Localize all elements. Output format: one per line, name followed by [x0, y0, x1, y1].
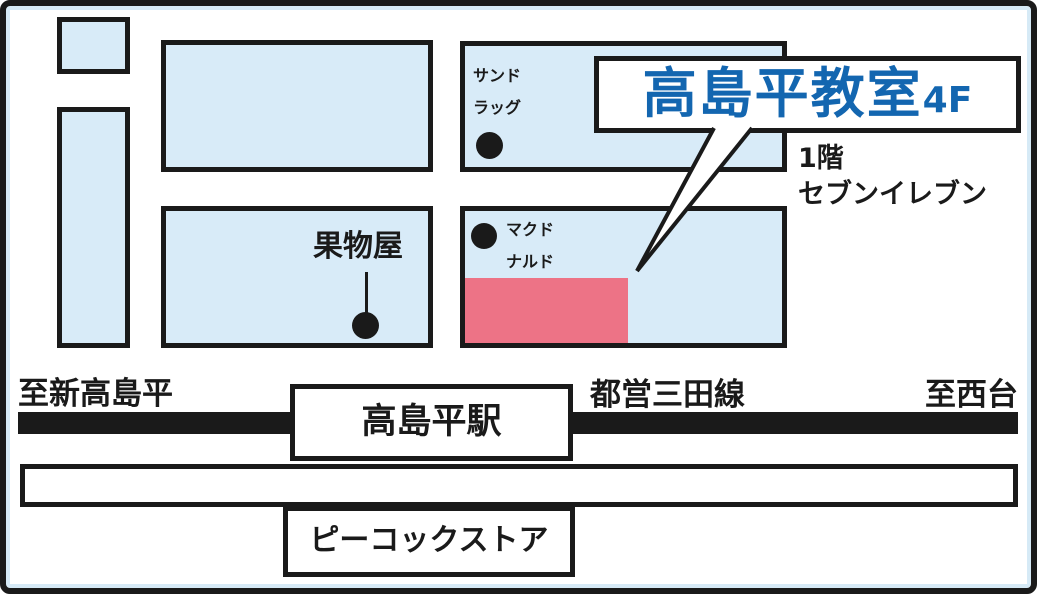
first-floor-note-line1: 1階 — [798, 143, 844, 174]
mcdonalds-location-dot — [471, 223, 497, 249]
first-floor-note: 1階 セブンイレブン — [798, 141, 987, 213]
city-block-mcdonalds: マクド ナルド — [460, 206, 787, 348]
sundrug-label: サンド ラッグ — [473, 60, 521, 124]
classroom-building-highlight — [465, 278, 628, 343]
railway-line-name: 都営三田線 — [590, 377, 745, 413]
city-block-tall-left — [57, 107, 130, 348]
sundrug-label-line1: サンド — [473, 66, 522, 85]
city-block-middle-top — [161, 40, 433, 172]
mcdonalds-label-line2: ナルド — [506, 252, 555, 271]
peacock-store-box: ピーコックストア — [283, 506, 575, 577]
sundrug-label-line2: ラッグ — [473, 98, 522, 117]
direction-label-left: 至新高島平 — [18, 376, 173, 412]
mcdonalds-label: マクド ナルド — [506, 214, 554, 278]
mcdonalds-label-line1: マクド — [506, 220, 555, 239]
station-platform-rect — [20, 464, 1018, 507]
first-floor-note-line2: セブンイレブン — [798, 179, 987, 210]
city-block-small-top-left — [57, 17, 130, 74]
fruit-shop-pointer-line — [365, 272, 368, 319]
classroom-name: 高島平教室 — [642, 62, 923, 125]
classroom-callout: 高島平教室4F — [594, 56, 1021, 133]
classroom-floor: 4F — [922, 80, 973, 121]
sundrug-location-dot — [476, 132, 503, 159]
fruit-shop-label: 果物屋 — [313, 229, 403, 264]
direction-label-right: 至西台 — [925, 377, 1018, 413]
station-box: 高島平駅 — [290, 384, 573, 461]
city-block-fruit-shop: 果物屋 — [161, 206, 433, 348]
